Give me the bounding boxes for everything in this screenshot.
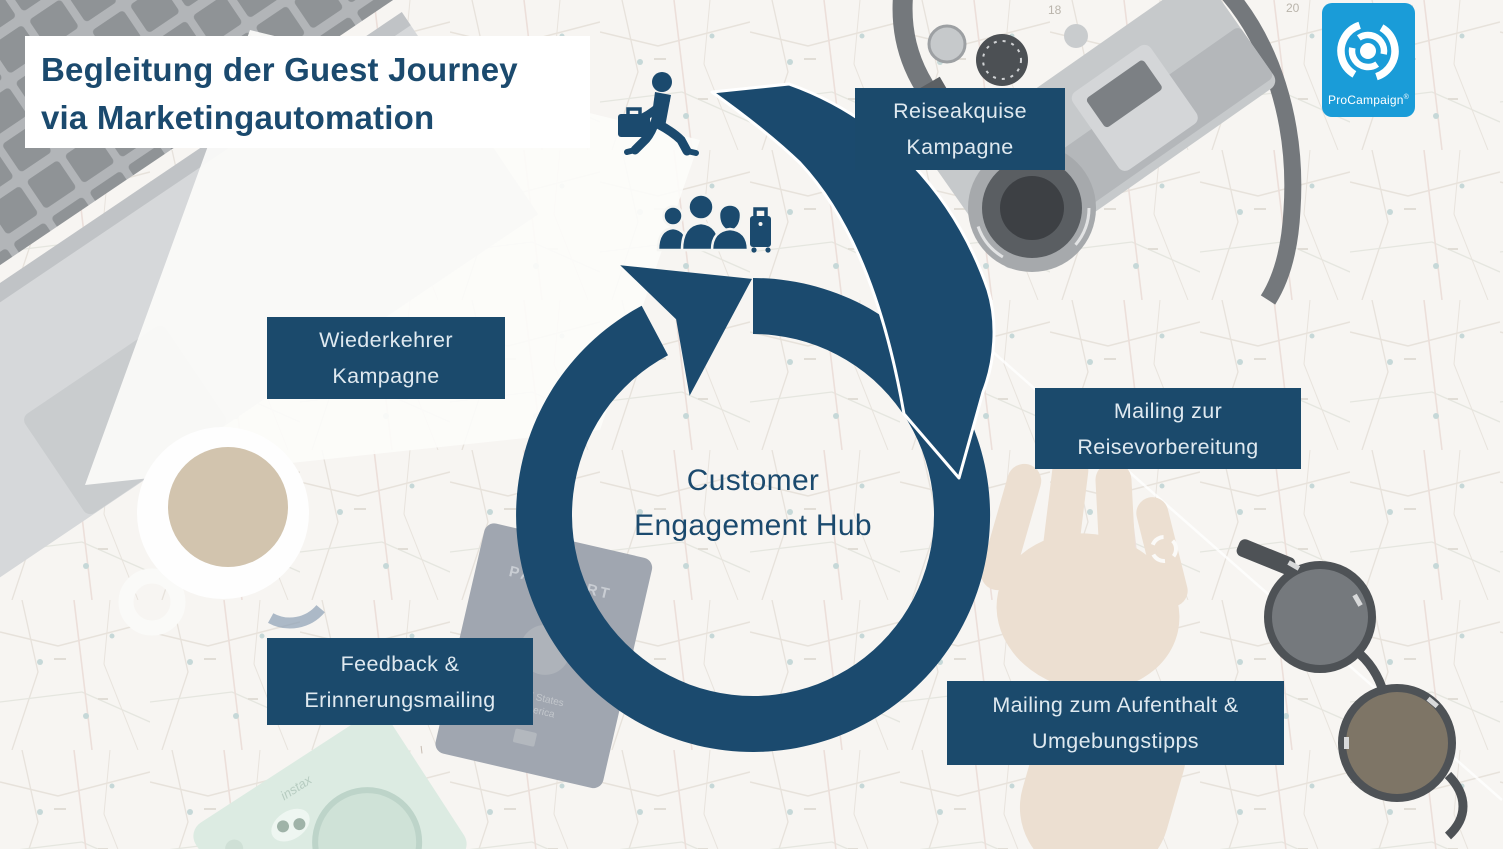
logo-brand: ProCampaign bbox=[1328, 93, 1404, 107]
coffee bbox=[168, 447, 288, 567]
svg-text:20: 20 bbox=[1286, 1, 1300, 15]
sunglasses-lens bbox=[1264, 561, 1376, 673]
sunglasses-lens bbox=[1338, 684, 1456, 802]
label-line: Reiseakquise bbox=[893, 99, 1027, 123]
coffee-mug bbox=[118, 427, 336, 636]
svg-text:18: 18 bbox=[1048, 3, 1062, 17]
passport-chip bbox=[513, 728, 537, 747]
logo-wordmark: ProCampaign® bbox=[1322, 93, 1415, 107]
label-line: Mailing zum Aufenthalt & bbox=[992, 693, 1239, 717]
label-line: Kampagne bbox=[906, 135, 1014, 159]
mug-logo bbox=[244, 537, 336, 629]
label-mailing-aufenthalt: Mailing zum Aufenthalt & Umgebungstipps bbox=[947, 681, 1284, 765]
finger-ring bbox=[1150, 535, 1178, 563]
suitcase-icon bbox=[750, 207, 771, 253]
logo-registered-mark: ® bbox=[1403, 94, 1409, 101]
instax-camera: instax bbox=[193, 712, 467, 849]
logo-outer-ring bbox=[1337, 20, 1399, 82]
label-wiederkehrer-kampagne: Wiederkehrer Kampagne bbox=[267, 317, 505, 399]
logo-center-dot bbox=[1360, 43, 1376, 59]
title-line: Begleitung der Guest Journey bbox=[41, 51, 518, 88]
procampaign-logo-mark bbox=[1337, 20, 1399, 82]
traveler-icon bbox=[618, 72, 699, 156]
label-reiseakquise-kampagne: Reiseakquise Kampagne bbox=[855, 88, 1065, 170]
label-line: Reisevorbereitung bbox=[1077, 434, 1259, 459]
label-line: Mailing zur bbox=[1113, 398, 1223, 423]
procampaign-logo: ProCampaign® bbox=[1322, 3, 1415, 117]
title-line: via Marketingautomation bbox=[41, 99, 435, 136]
label-line: Umgebungstipps bbox=[1032, 729, 1199, 753]
label-line: Kampagne bbox=[332, 364, 440, 388]
instax-lens bbox=[312, 787, 423, 849]
instax-flash bbox=[271, 808, 310, 842]
hub-label: Customer Engagement Hub bbox=[553, 458, 953, 548]
mug-handle bbox=[118, 568, 186, 636]
guest-group-icon bbox=[656, 193, 750, 252]
camera-dial bbox=[927, 24, 967, 64]
label-line: Feedback & bbox=[340, 651, 460, 676]
camera-knob bbox=[1064, 24, 1088, 48]
sunglasses bbox=[1236, 539, 1468, 840]
label-feedback-erinnerungsmailing: Feedback & Erinnerungsmailing bbox=[267, 638, 533, 725]
briefcase-icon bbox=[618, 114, 650, 137]
label-line: Erinnerungsmailing bbox=[304, 687, 496, 712]
hub-line: Customer bbox=[686, 464, 820, 497]
circular-arrow-head bbox=[620, 265, 752, 396]
hub-line: Engagement Hub bbox=[634, 509, 872, 542]
label-mailing-reisevorbereitung: Mailing zur Reisevorbereitung bbox=[1035, 388, 1301, 469]
slide-title: Begleitung der Guest Journey via Marketi… bbox=[25, 36, 590, 148]
camera-strap bbox=[1222, 0, 1302, 305]
label-line: Wiederkehrer bbox=[319, 328, 453, 352]
analog-camera bbox=[892, 0, 1302, 305]
